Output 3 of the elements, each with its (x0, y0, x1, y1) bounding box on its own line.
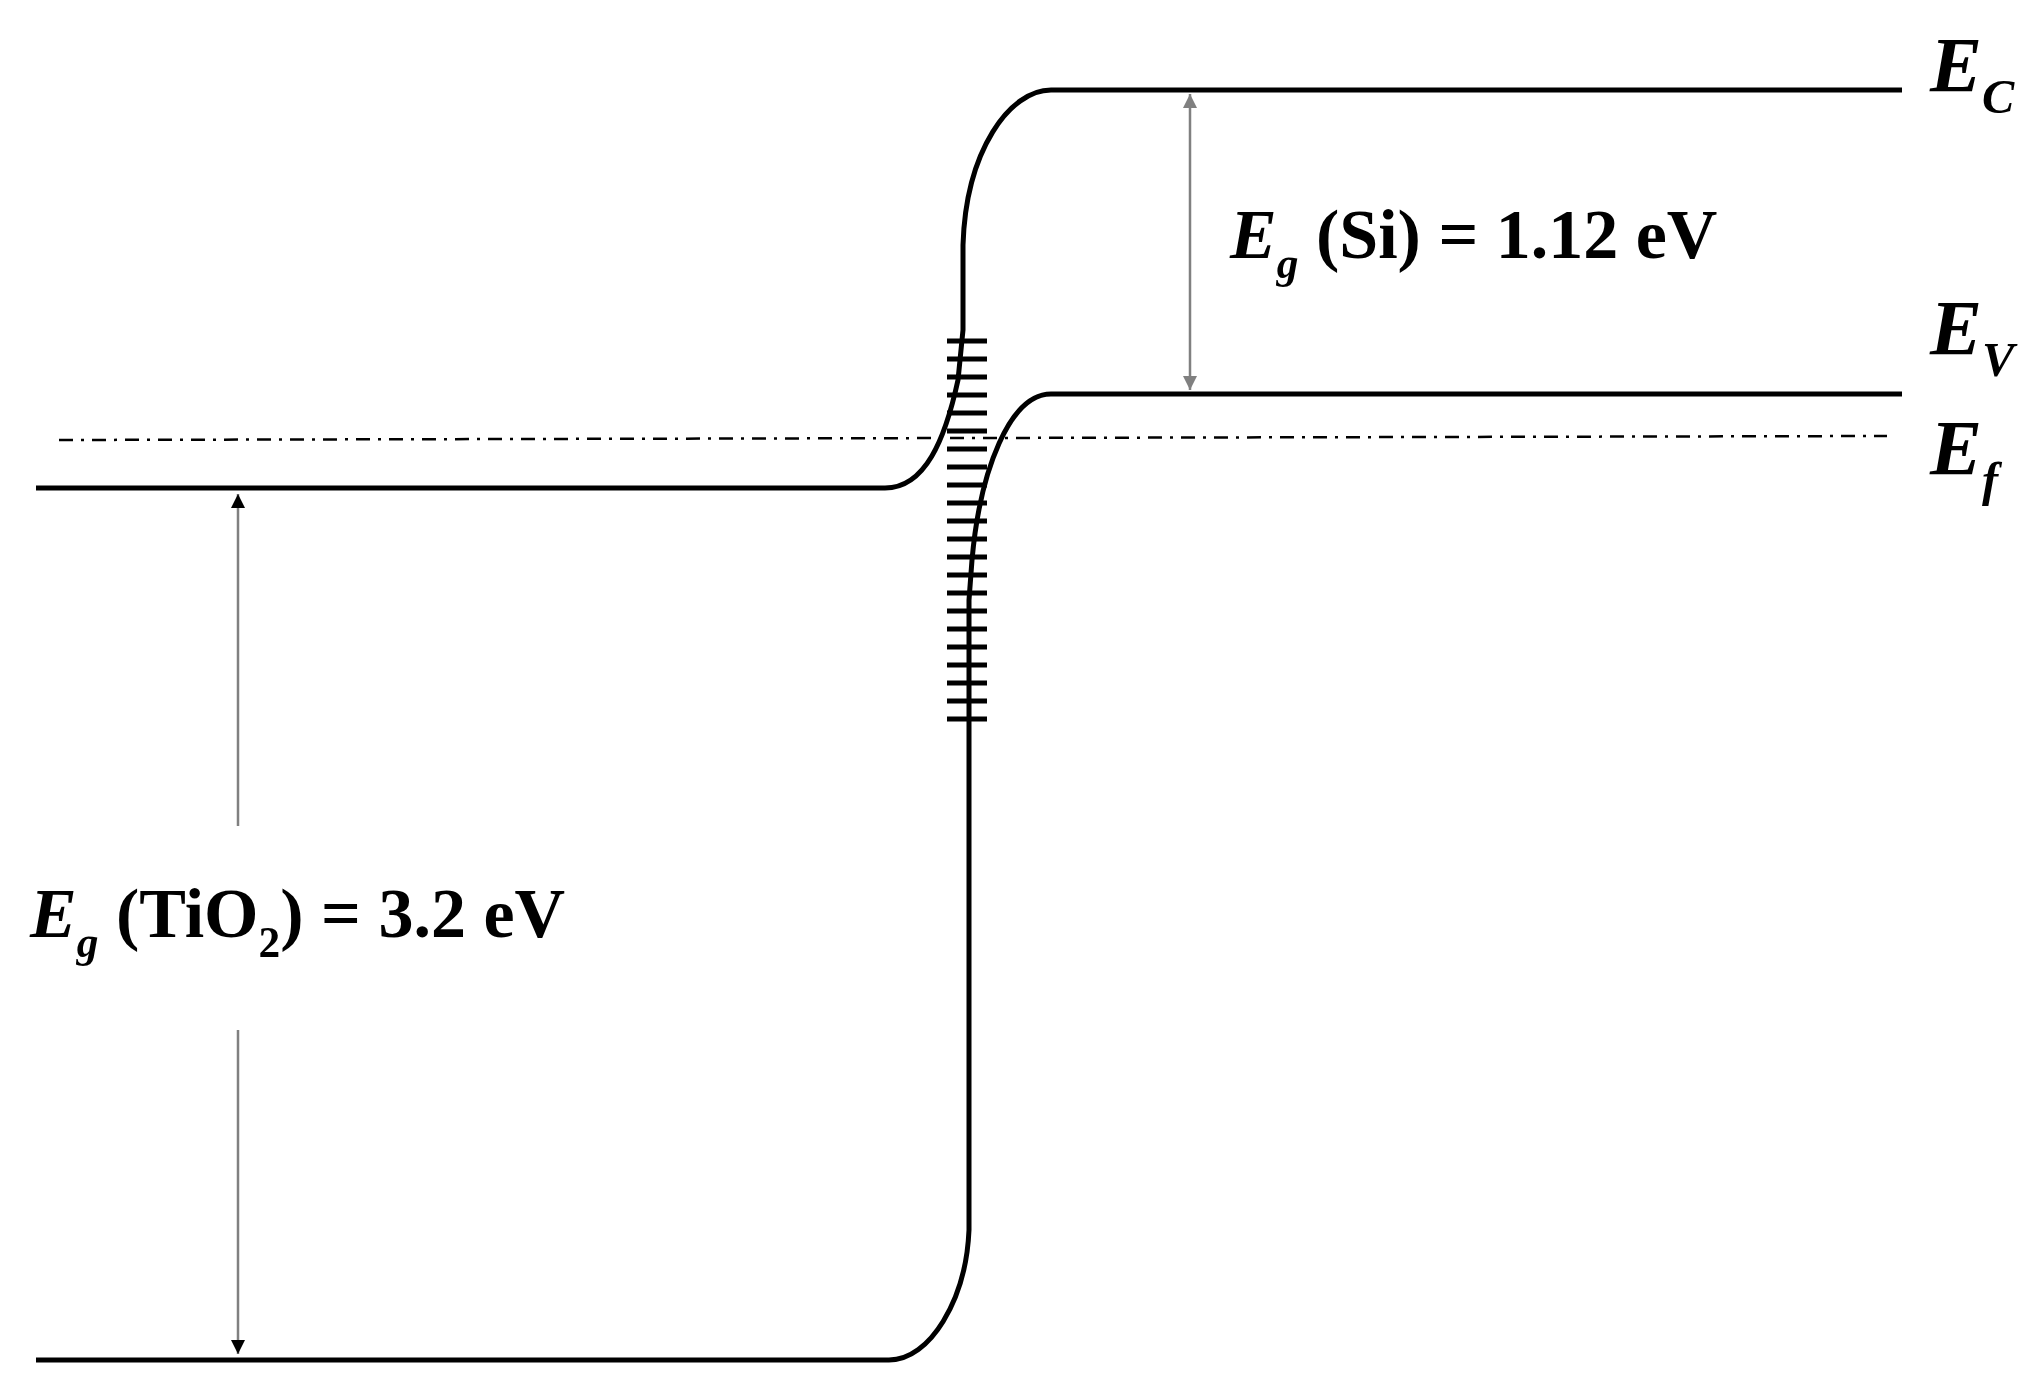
energy-level-label: E$_{C}$ (1930, 22, 2015, 123)
band-gap-label: E$_{g}$ (TiO$_{2}$) = 3.2 eV (30, 875, 566, 967)
band-gap-label: E$_{g}$ (Si) = 1.12 eV (1230, 196, 1718, 288)
